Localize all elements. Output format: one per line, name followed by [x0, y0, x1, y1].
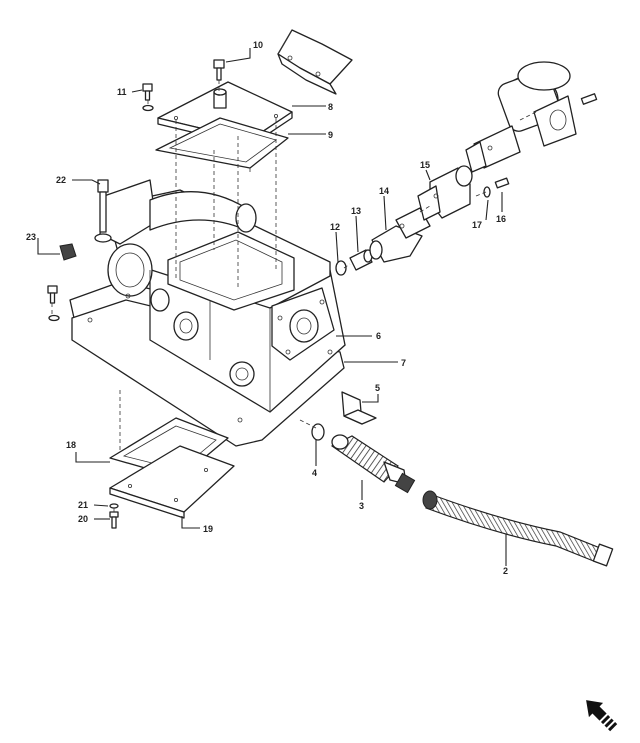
suction-filter-3	[330, 434, 416, 494]
callout-20: 20	[78, 514, 88, 524]
callout-15: 15	[420, 160, 430, 170]
bolt-10	[213, 59, 225, 81]
washer-17	[483, 186, 491, 198]
callout-16: 16	[496, 214, 506, 224]
bolt-20	[109, 511, 119, 529]
oring-4	[311, 423, 325, 441]
oring-12	[335, 260, 347, 276]
callout-18: 18	[66, 440, 76, 450]
assembly-lines	[51, 80, 537, 512]
clip-5	[341, 391, 377, 425]
callout-22: 22	[56, 175, 66, 185]
sleeve-13	[349, 249, 373, 271]
callout-3: 3	[359, 501, 364, 511]
plug-23	[59, 243, 77, 261]
callout-6: 6	[376, 331, 381, 341]
front-arrow-icon	[586, 700, 618, 732]
flange-bolt	[47, 285, 60, 322]
bolt-16	[494, 177, 510, 189]
callout-8: 8	[328, 102, 333, 112]
pump-assembly	[497, 61, 577, 147]
bolt-11	[142, 83, 154, 112]
pump-shaft	[465, 125, 521, 173]
housing-body	[69, 179, 346, 447]
callout-12: 12	[330, 222, 340, 232]
callout-10: 10	[253, 40, 263, 50]
washer-21	[109, 503, 119, 509]
stud-22	[94, 179, 112, 243]
callout-13: 13	[351, 206, 361, 216]
flange-housing-15	[417, 165, 473, 221]
pump-screw	[580, 93, 598, 105]
callout-4: 4	[312, 468, 317, 478]
callout-23: 23	[26, 232, 36, 242]
hose-2	[422, 490, 614, 567]
top-cover-gasket	[155, 117, 289, 172]
callout-17: 17	[472, 220, 482, 230]
callout-labels: 10 11 8 9 22 23 15 14 13 12 17 16 6 7 5 …	[26, 40, 508, 576]
callout-9: 9	[328, 130, 333, 140]
flange-shaft-14	[369, 207, 431, 263]
mounting-bracket	[277, 29, 353, 95]
callout-21: 21	[78, 500, 88, 510]
callout-11: 11	[117, 87, 127, 97]
bottom-cover-plate	[109, 445, 235, 519]
callout-14: 14	[379, 186, 389, 196]
callout-2: 2	[503, 566, 508, 576]
callout-19: 19	[203, 524, 213, 534]
leader-lines	[37, 48, 507, 566]
callout-5: 5	[375, 383, 380, 393]
callout-7: 7	[401, 358, 406, 368]
